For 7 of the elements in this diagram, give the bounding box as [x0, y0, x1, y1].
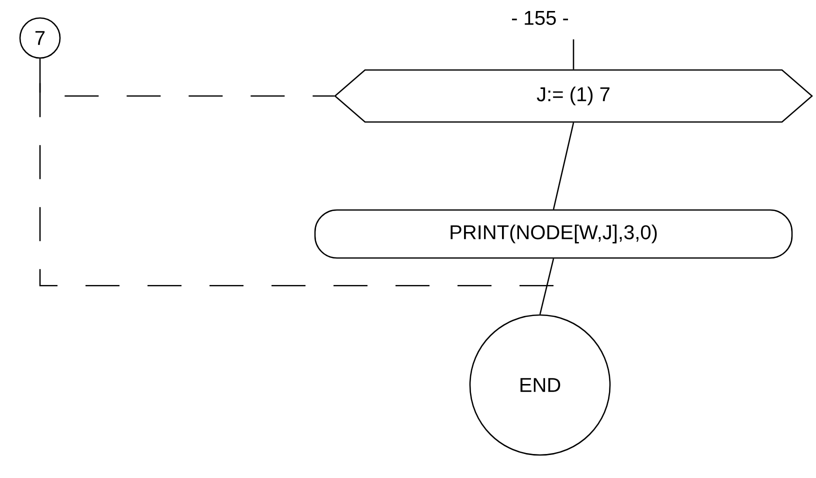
loop-hexagon: J:= (1) 7: [334, 69, 813, 123]
process-box: PRINT(NODE[W,J],3,0): [314, 209, 793, 259]
connector-line: [552, 122, 574, 210]
connector-line: [572, 39, 574, 70]
connector-line: [39, 58, 334, 97]
page-number: - 155 -: [512, 11, 568, 25]
connector-line: [539, 258, 554, 314]
